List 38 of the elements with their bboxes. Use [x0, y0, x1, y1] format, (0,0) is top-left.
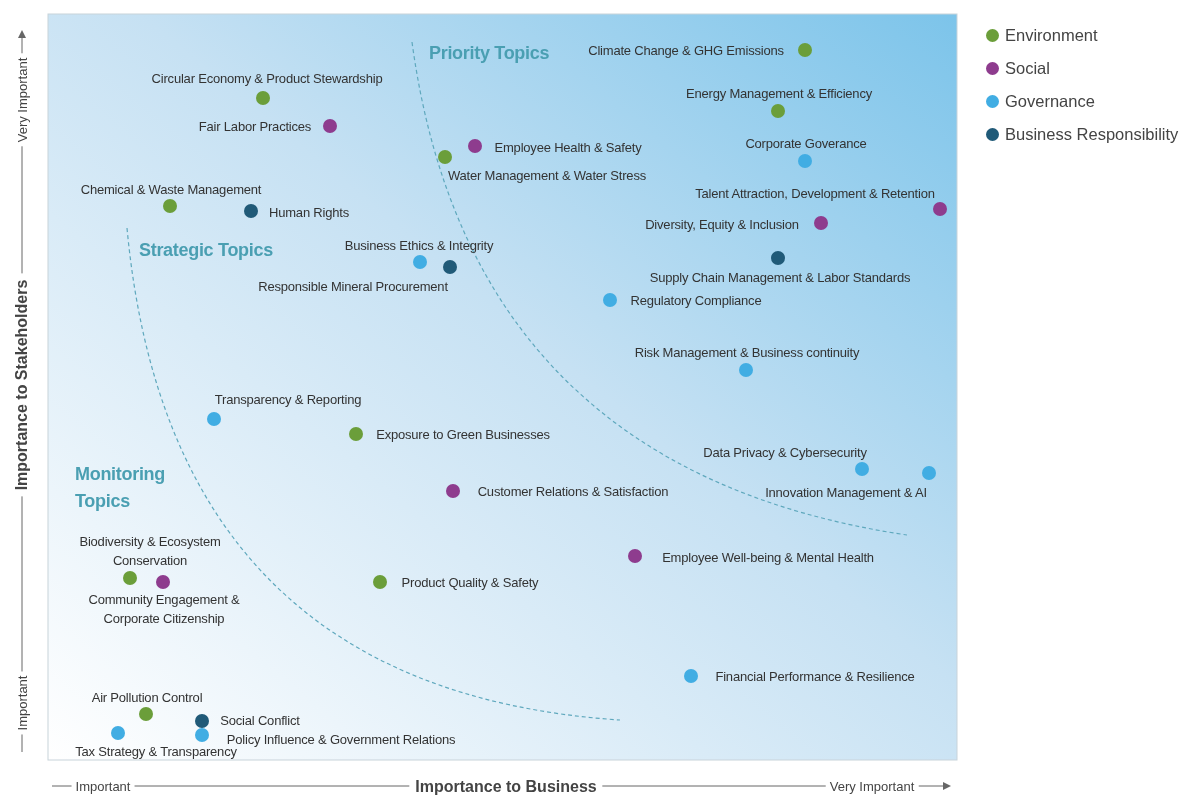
topic-label: Regulatory Compliance	[630, 291, 762, 310]
topic-label: Risk Management & Business continuity	[634, 343, 860, 362]
legend-label: Social	[1005, 59, 1050, 78]
topic-label: Human Rights	[269, 203, 349, 222]
topic-label: Talent Attraction, Development & Retention	[695, 184, 935, 203]
zone-label: Priority Topics	[429, 42, 550, 65]
topic-label: Social Conflict	[220, 711, 300, 730]
axis-title: Importance to Business	[409, 778, 603, 796]
topic-label: Community Engagement & Corporate Citizenship	[87, 591, 241, 628]
topic-label: Fair Labor Practices	[198, 117, 312, 136]
topic-label: Business Ethics & Integrity	[344, 236, 494, 255]
legend-label: Environment	[1005, 26, 1098, 45]
topic-label: Water Management & Water Stress	[448, 166, 646, 185]
topic-label: Employee Health & Safety	[494, 138, 642, 157]
topic-label: Innovation Management & AI	[765, 483, 927, 502]
topic-label: Circular Economy & Product Stewardship	[151, 69, 383, 88]
topic-label: Air Pollution Control	[91, 688, 203, 707]
topic-label: Exposure to Green Businesses	[376, 425, 550, 444]
zone-label: Monitoring Topics	[75, 463, 166, 513]
topic-label: Policy Influence & Government Relations	[226, 730, 456, 747]
topic-label: Supply Chain Management & Labor Standards	[649, 268, 911, 287]
topic-label: Climate Change & GHG Emissions	[588, 41, 784, 60]
legend-label: Business Responsibility	[1005, 125, 1179, 144]
topic-label: Chemical & Waste Management	[80, 180, 262, 199]
topic-label: Biodiversity & Ecosystem Conservation	[78, 533, 222, 570]
topic-label: Employee Well-being & Mental Health	[662, 548, 874, 567]
topic-label: Energy Management & Efficiency	[686, 84, 872, 103]
topic-label: Diversity, Equity & Inclusion	[645, 215, 799, 234]
axis-title: Importance to Stakeholders	[13, 273, 31, 497]
topic-label: Corporate Goverance	[745, 134, 867, 153]
legend-label: Governance	[1005, 92, 1095, 111]
topic-label: Data Privacy & Cybersecurity	[703, 443, 867, 462]
topic-label: Product Quality & Safety	[401, 573, 539, 592]
topic-label: Transparency & Reporting	[214, 390, 362, 409]
zone-label: Strategic Topics	[139, 239, 273, 262]
topic-label: Responsible Mineral Procurement	[258, 277, 448, 296]
topic-label: Customer Relations & Satisfaction	[477, 482, 669, 501]
topic-label: Financial Performance & Resilience	[715, 667, 915, 686]
